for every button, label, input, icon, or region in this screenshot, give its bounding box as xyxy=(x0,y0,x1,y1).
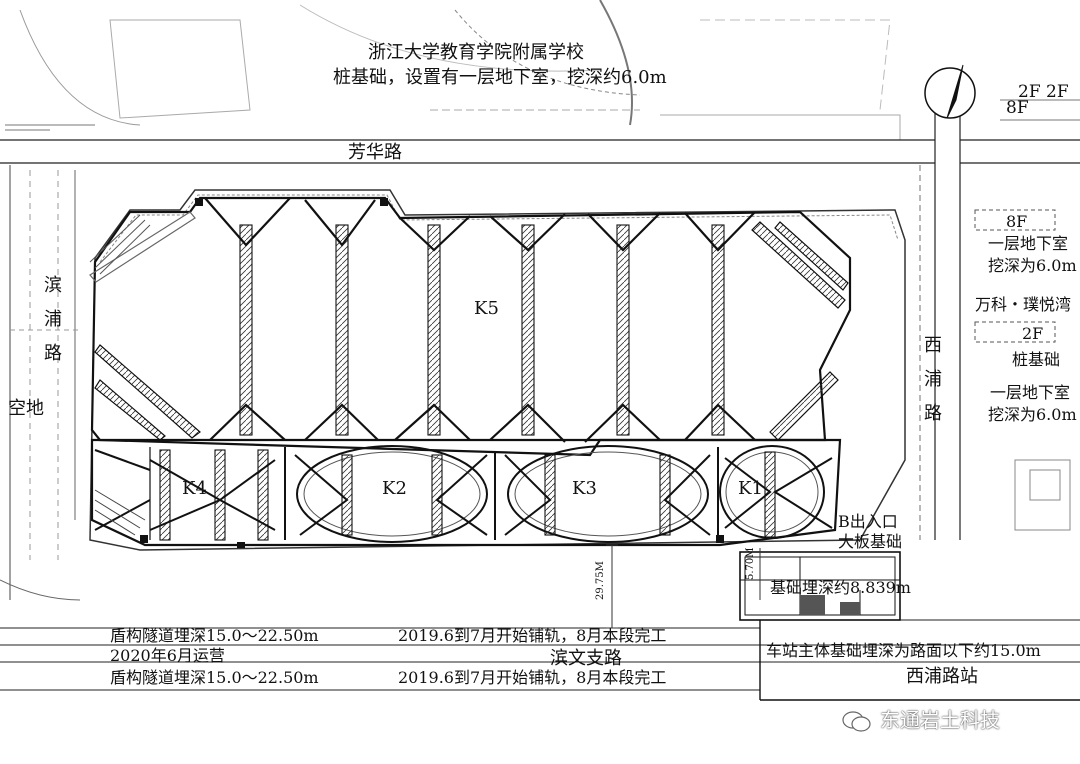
north-arrow-icon xyxy=(924,64,976,119)
exit-b-label: B出入口 xyxy=(838,512,898,531)
vacant-land-label: 空地 xyxy=(8,398,44,419)
road-xipu xyxy=(919,100,961,540)
pit-k1-ring xyxy=(719,445,825,539)
track-schedule-label-2: 2019.6到7月开始铺轨，8月本段完工 xyxy=(398,668,667,687)
station-name-label: 西浦路站 xyxy=(906,666,978,687)
road-north-label: 芳华路 xyxy=(348,142,402,163)
school-note-label: 桩基础，设置有一层地下室，挖深约6.0m xyxy=(333,67,667,88)
road-south-label: 滨文支路 xyxy=(550,648,622,669)
school-area-linework xyxy=(5,0,901,141)
pit-k5-outline xyxy=(90,196,852,457)
road-binpu xyxy=(0,165,81,601)
road-west-label: 滨浦路 xyxy=(41,275,62,377)
dimension-2975: 29.75M xyxy=(595,561,606,600)
watermark-text: 东通岩土科技 xyxy=(880,708,1000,732)
exit-raft-label: 大板基础 xyxy=(838,532,903,551)
east-depth-label: 挖深为6.0m xyxy=(988,256,1077,275)
k4-west-hatch xyxy=(94,489,146,536)
dimension-lines xyxy=(606,544,761,629)
road-fanghua xyxy=(0,139,1080,164)
corner-posts xyxy=(140,198,724,548)
east-basement2-label: 一层地下室 xyxy=(990,383,1071,402)
track-schedule-label-1: 2019.6到7月开始铺轨，8月本段完工 xyxy=(398,626,667,645)
pit-k5-label: K5 xyxy=(474,298,499,319)
wechat-icon xyxy=(842,711,871,732)
operation-label: 2020年6月运营 xyxy=(110,646,225,665)
k5-strut-braces xyxy=(204,197,756,443)
west-hatched-edge xyxy=(89,214,151,275)
pit-k3-label: K3 xyxy=(572,478,597,499)
exit-b-structure xyxy=(739,551,1080,701)
dimension-570: 5.70M xyxy=(745,547,756,580)
tunnel-depth-label-2: 盾构隧道埋深15.0～22.50m xyxy=(110,668,319,687)
floor-2f-a: 2F xyxy=(1018,82,1041,102)
east-complex-label: 万科・璞悦湾 xyxy=(975,295,1072,314)
pit-k4-label: K4 xyxy=(182,478,207,499)
floor-8f-a: 8F xyxy=(1006,98,1029,118)
k5-struts xyxy=(239,224,725,436)
east-basement-label: 一层地下室 xyxy=(988,234,1069,253)
east-depth2-label: 挖深为6.0m xyxy=(988,405,1077,424)
site-boundary xyxy=(89,189,906,551)
east-pile-label: 桩基础 xyxy=(1012,350,1061,369)
lower-pit-braces xyxy=(94,449,833,536)
floor-8f-b: 8F xyxy=(1006,212,1028,231)
k5-corner-struts xyxy=(89,211,849,441)
lower-pits-outline xyxy=(90,438,842,547)
pit-k2-ring xyxy=(296,445,488,543)
pit-k2-label: K2 xyxy=(382,478,407,499)
tunnel-depth-label-1: 盾构隧道埋深15.0～22.50m xyxy=(110,626,319,645)
school-name-label: 浙江大学教育学院附属学校 xyxy=(368,42,584,63)
pit-k1-label: K1 xyxy=(738,478,763,499)
station-depth-label: 车站主体基础埋深为路面以下约15.0m xyxy=(766,641,1041,660)
pit-k3-ring xyxy=(507,445,709,543)
floor-2f-c: 2F xyxy=(1022,324,1044,343)
floor-2f-b: 2F xyxy=(1046,82,1069,102)
road-east-label: 西浦路 xyxy=(921,335,942,437)
exit-depth-label: 基础埋深约8.839m xyxy=(770,578,911,597)
east-buildings xyxy=(974,99,1080,531)
